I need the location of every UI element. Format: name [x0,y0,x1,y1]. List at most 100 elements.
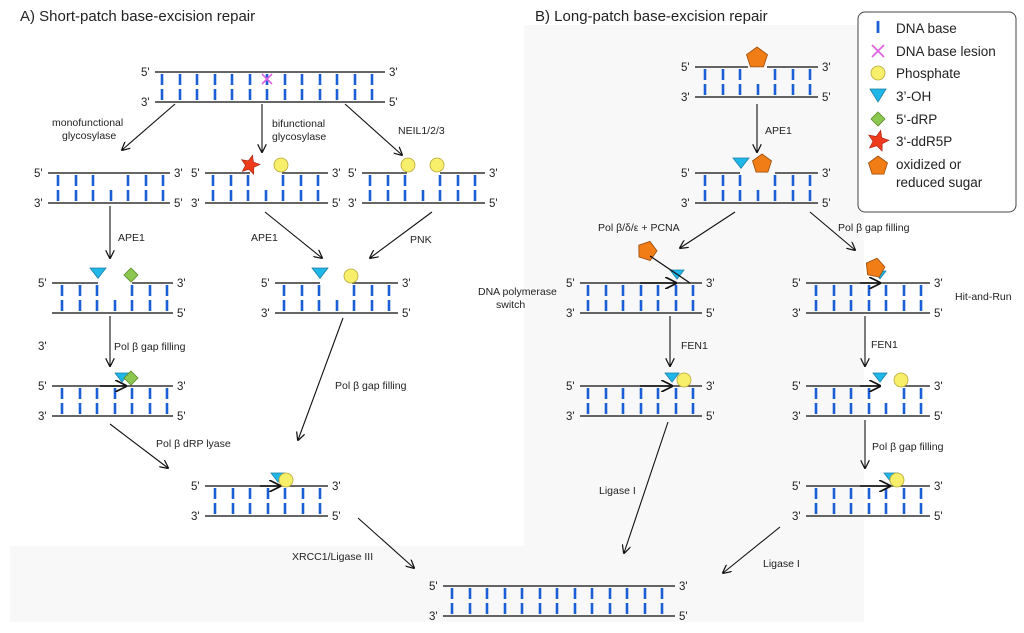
phosphate-icon [893,372,909,388]
symbol-layer [89,46,909,488]
five-prime-label: 5' [348,168,357,180]
legend-item: DNA base lesion [871,44,996,59]
legend-label: oxidized or [896,157,962,172]
phosphate-icon [343,268,359,284]
five-drp-icon [123,370,139,386]
flow-arrow [109,423,168,468]
label-polb-gap-lp2: Pol β gap filling [872,441,944,453]
five-prime-label: 5' [332,198,341,210]
three-oh-icon [664,372,680,383]
phosphate-icon [400,157,416,173]
five-prime-label: 5' [934,411,943,423]
three-prime-label: 3' [348,198,357,210]
five-prime-label: 5' [681,168,690,180]
five-prime-label: 5' [34,168,43,180]
label-dna-polymerase: DNA polymerase [478,286,557,298]
phosphate-icon [278,472,294,488]
lesion-icon [871,44,885,58]
label-ligase1-a: Ligase I [599,485,636,497]
three-prime-label: 3' [332,481,341,493]
five-prime-label: 5' [934,511,943,523]
flow-arrow [298,317,344,440]
three-prime-label: 3' [566,411,575,423]
five-prime-label: 5' [177,308,186,320]
flow-arrow [680,211,736,248]
dna-duplex: 5'3'3'5' [261,278,411,320]
three-prime-label: 3' [429,611,438,623]
three-prime-label: 3' [792,411,801,423]
label-ape1-a: APE1 [118,232,145,244]
label-fen1-b: FEN1 [871,339,898,351]
label-glycosylase-bi: glycosylase [272,131,326,143]
dna-duplex: 5'3'3'5' [34,168,183,210]
three-oh-icon [869,88,887,103]
three-prime-label: 3' [174,168,183,180]
three-prime-label: 3' [402,278,411,290]
legend-label: DNA base lesion [896,44,996,59]
dna-duplex: 5'3'3'5' [792,381,943,423]
five-prime-label: 5' [402,308,411,320]
label-polb-gap-a1: Pol β gap filling [114,341,186,353]
three-prime-label: 3' [792,511,801,523]
label-stray-3prime: 3' [38,341,47,353]
sugar-icon [752,153,772,173]
three-prime-label: 3' [261,308,270,320]
legend-label: 3’-OH [896,89,931,104]
legend-label: DNA base [896,21,957,36]
three-prime-label: 3' [332,168,341,180]
three-ddr5p-icon [868,129,890,152]
legend-label: Phosphate [896,66,961,81]
flow-arrow [809,211,855,250]
five-prime-label: 5' [679,611,688,623]
three-oh-icon [872,372,888,383]
three-prime-label: 3' [566,308,575,320]
flow-arrow [723,526,781,573]
phosphate-icon [273,157,289,173]
five-prime-label: 5' [792,278,801,290]
flow-arrow [122,103,176,150]
phosphate-icon [676,372,692,388]
three-prime-label: 3' [389,67,398,79]
five-prime-label: 5' [177,411,186,423]
flow-arrow [357,517,414,568]
flow-arrow [370,211,433,258]
five-prime-label: 5' [38,278,47,290]
label-monofunctional: monofunctional [52,117,123,129]
label-polb-drp-lyase: Pol β dRP lyase [156,438,231,450]
three-prime-label: 3' [934,278,943,290]
label-neil: NEIL1/2/3 [398,125,445,137]
five-prime-label: 5' [934,308,943,320]
dna-duplex: 5'3'3'5' [348,168,498,210]
three-prime-label: 3' [706,278,715,290]
legend-item: DNA base [876,21,957,36]
three-prime-label: 3' [792,308,801,320]
flow-arrow [344,103,402,155]
five-prime-label: 5' [141,67,150,79]
label-fen1-a: FEN1 [681,340,708,352]
label-ape1-b: APE1 [251,232,278,244]
three-prime-label: 3' [177,381,186,393]
panel-b-title: B) Long-patch base-excision repair [535,8,768,25]
three-prime-label: 3' [681,92,690,104]
panel-a-title: A) Short-patch base-excision repair [20,8,255,25]
dna-duplex: 5'3'3'5' [38,381,186,423]
dna-layer: 5'3'3'5'5'3'3'5'5'3'3'5'5'3'3'5'5'3'5'5'… [34,62,943,623]
five-prime-label: 5' [191,481,200,493]
label-ligase1-b: Ligase I [763,558,800,570]
three-prime-label: 3' [822,62,831,74]
lesion-icon [261,73,273,85]
legend-item: 5‘-dRP [870,111,937,127]
label-glycosylase-mono: glycosylase [62,130,116,142]
legend-label: reduced sugar [896,175,983,190]
label-pol-bde-pcna: Pol β/δ/ε + PCNA [598,222,680,234]
five-prime-label: 5' [792,381,801,393]
label-polb-gap-a2: Pol β gap filling [335,380,407,392]
three-prime-label: 3' [141,97,150,109]
five-drp-icon [123,267,139,283]
dna-duplex: 5' 3' 3' 5' [792,278,943,320]
legend-label: 3‘-ddR5P [896,134,952,149]
phosphate-icon [429,157,445,173]
label-hit-and-run: Hit-and-Run [955,291,1012,303]
three-prime-label: 3' [191,198,200,210]
